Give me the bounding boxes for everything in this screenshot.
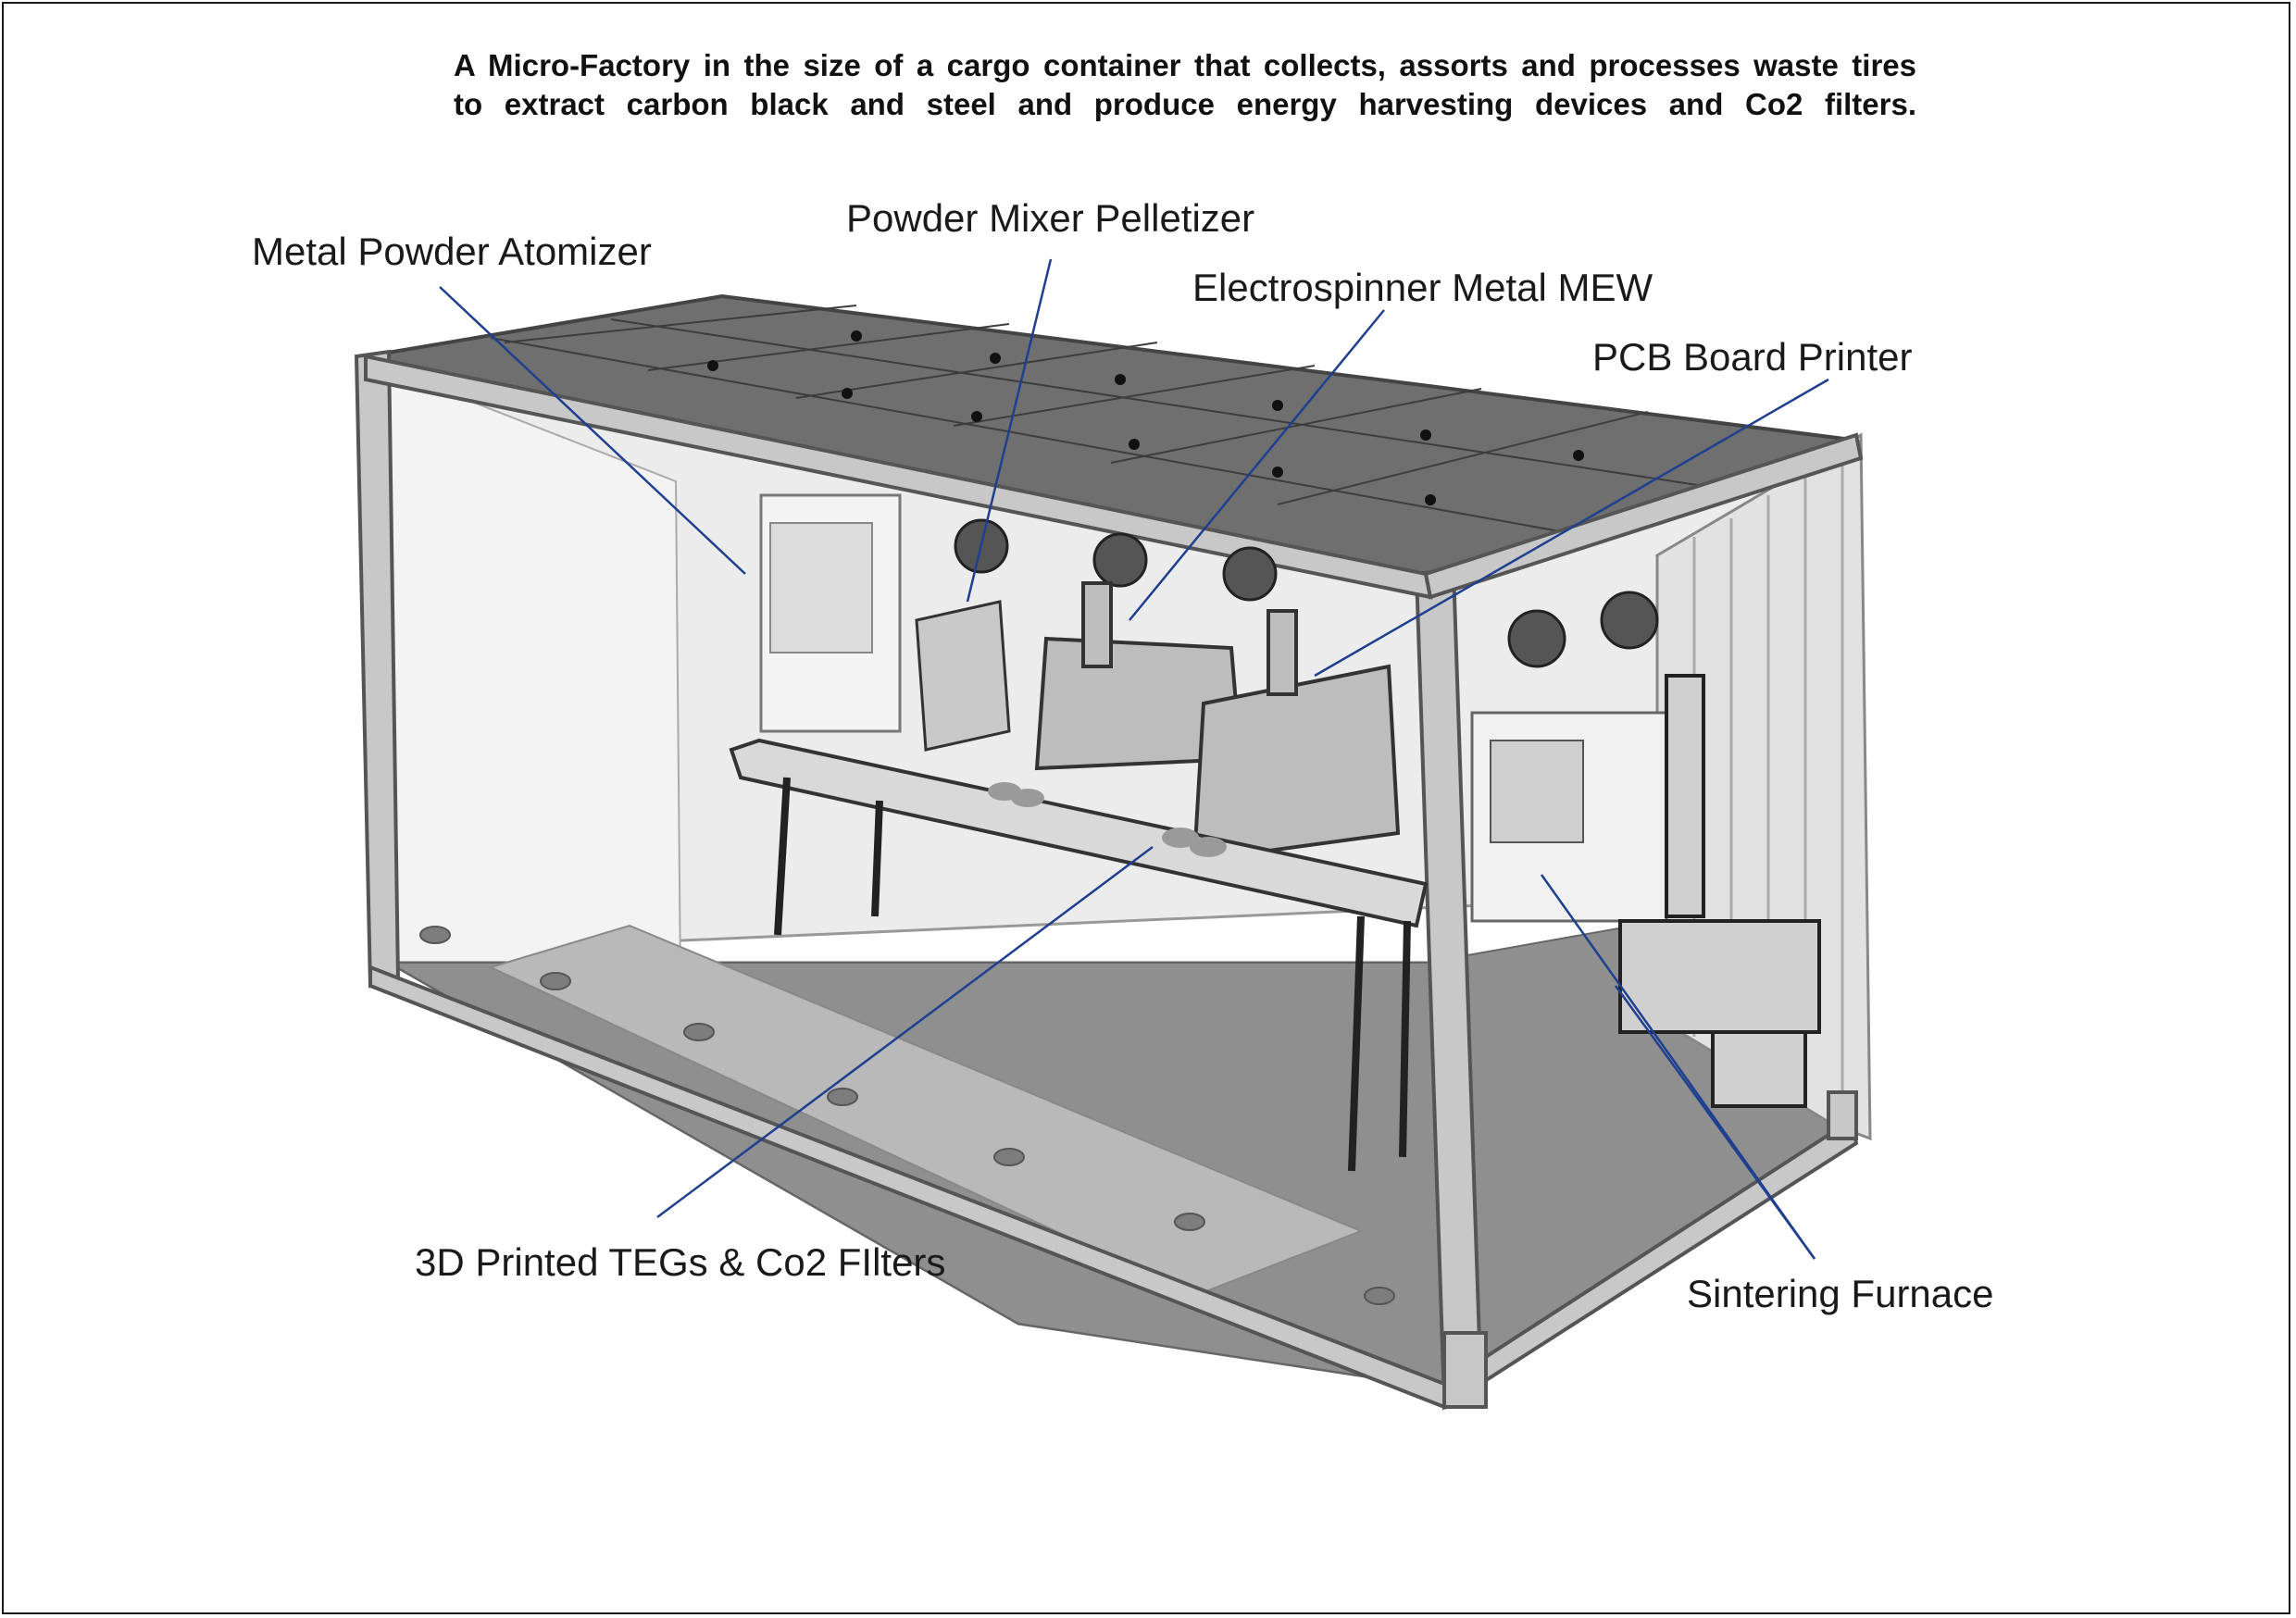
mobile-robot (1618, 674, 1821, 1108)
leader-printed-tegs (656, 845, 1154, 1219)
leader-electrospinner-metal-mew (1129, 309, 1385, 621)
label-sintering-furnace: Sintering Furnace (1687, 1272, 1994, 1315)
leader-powder-mixer-pelletizer (966, 258, 1053, 603)
roof-bolts (707, 330, 1584, 505)
label-metal-powder-atomizer: Metal Powder Atomizer (252, 230, 652, 273)
label-powder-mixer-pelletizer: Powder Mixer Pelletizer (846, 196, 1255, 240)
container-frame (354, 349, 1864, 1411)
conveyor-belt (729, 738, 1429, 928)
conveyor-legs (774, 777, 1411, 1172)
robot-arms (1034, 581, 1401, 864)
label-pcb-board-printer: PCB Board Printer (1592, 335, 1913, 379)
label-electrospinner-metal-mew: Electrospinner Metal MEW (1192, 266, 1653, 309)
back-wall-fans (954, 518, 1659, 668)
mixer-pelletizer (915, 600, 1011, 752)
printed-parts (988, 782, 1227, 857)
label-printed-tegs-co2-filters: 3D Printed TEGs & Co2 FIlters (415, 1240, 946, 1284)
caption-line-1: A Micro-Factory in the size of a cargo c… (454, 48, 1916, 82)
diagram-caption: A Micro-Factory in the size of a cargo c… (454, 46, 1916, 124)
leader-metal-powder-atomizer (439, 286, 746, 575)
leader-pcb-board-printer (1314, 378, 1829, 678)
caption-line-2: to extract carbon black and steel and pr… (454, 87, 1916, 121)
floor-mat (488, 924, 1364, 1298)
floor-bolts (419, 926, 1395, 1305)
leader-sintering-furnace-2 (1614, 985, 1816, 1260)
leader-lines (439, 258, 1829, 1260)
